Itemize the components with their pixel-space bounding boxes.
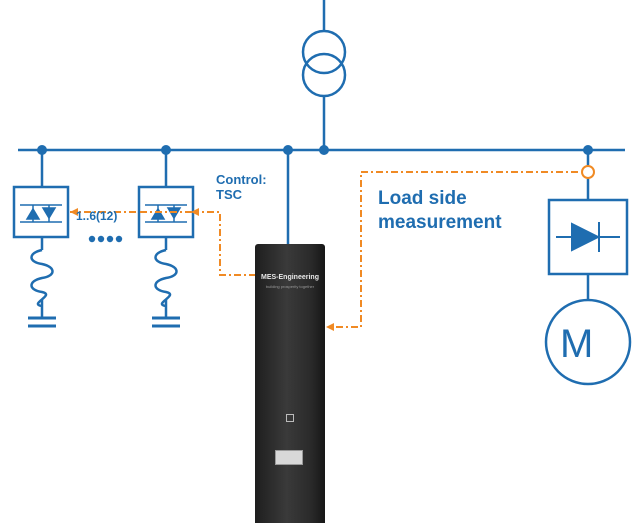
control-label: Control: TSC <box>216 172 267 202</box>
control-label-line2: TSC <box>216 187 242 202</box>
control-signal-path <box>196 211 256 276</box>
junction-dots <box>37 145 593 155</box>
tsc-branch-1 <box>12 150 70 328</box>
arrowheads <box>70 208 334 331</box>
inductor-coil-2 <box>154 248 178 308</box>
multiplicity-label: 1..6(12) <box>76 209 118 223</box>
control-label-line1: Control: <box>216 172 267 187</box>
multiplicity-dots <box>88 235 123 243</box>
cabinet-brand: MES-Engineering <box>261 274 319 281</box>
diode-icon <box>556 222 620 252</box>
measurement-signal-path <box>334 171 578 328</box>
thyristor-pair-icon <box>20 204 62 223</box>
thyristor-pair-icon <box>145 204 187 223</box>
cabinet-nameplate <box>275 450 303 465</box>
transformer-winding-primary <box>301 29 347 75</box>
cabinet-tagline: building prosperity together <box>265 284 315 289</box>
motor-label: M <box>560 322 594 366</box>
transformer-winding-secondary <box>301 52 347 98</box>
controller-cabinet: MES-Engineering building prosperity toge… <box>255 244 325 523</box>
thyristor-switch-box-1 <box>12 185 70 239</box>
cabinet-indicator <box>286 414 294 422</box>
load-label-line2: measurement <box>378 212 502 233</box>
load-label-line1: Load side <box>378 188 467 209</box>
tsc-branch-2 <box>137 150 195 328</box>
motor-circle <box>544 298 632 386</box>
inductor-coil-1 <box>30 248 54 308</box>
load-measurement-label: Load side measurement <box>378 187 502 235</box>
current-sensor-icon <box>581 165 595 179</box>
